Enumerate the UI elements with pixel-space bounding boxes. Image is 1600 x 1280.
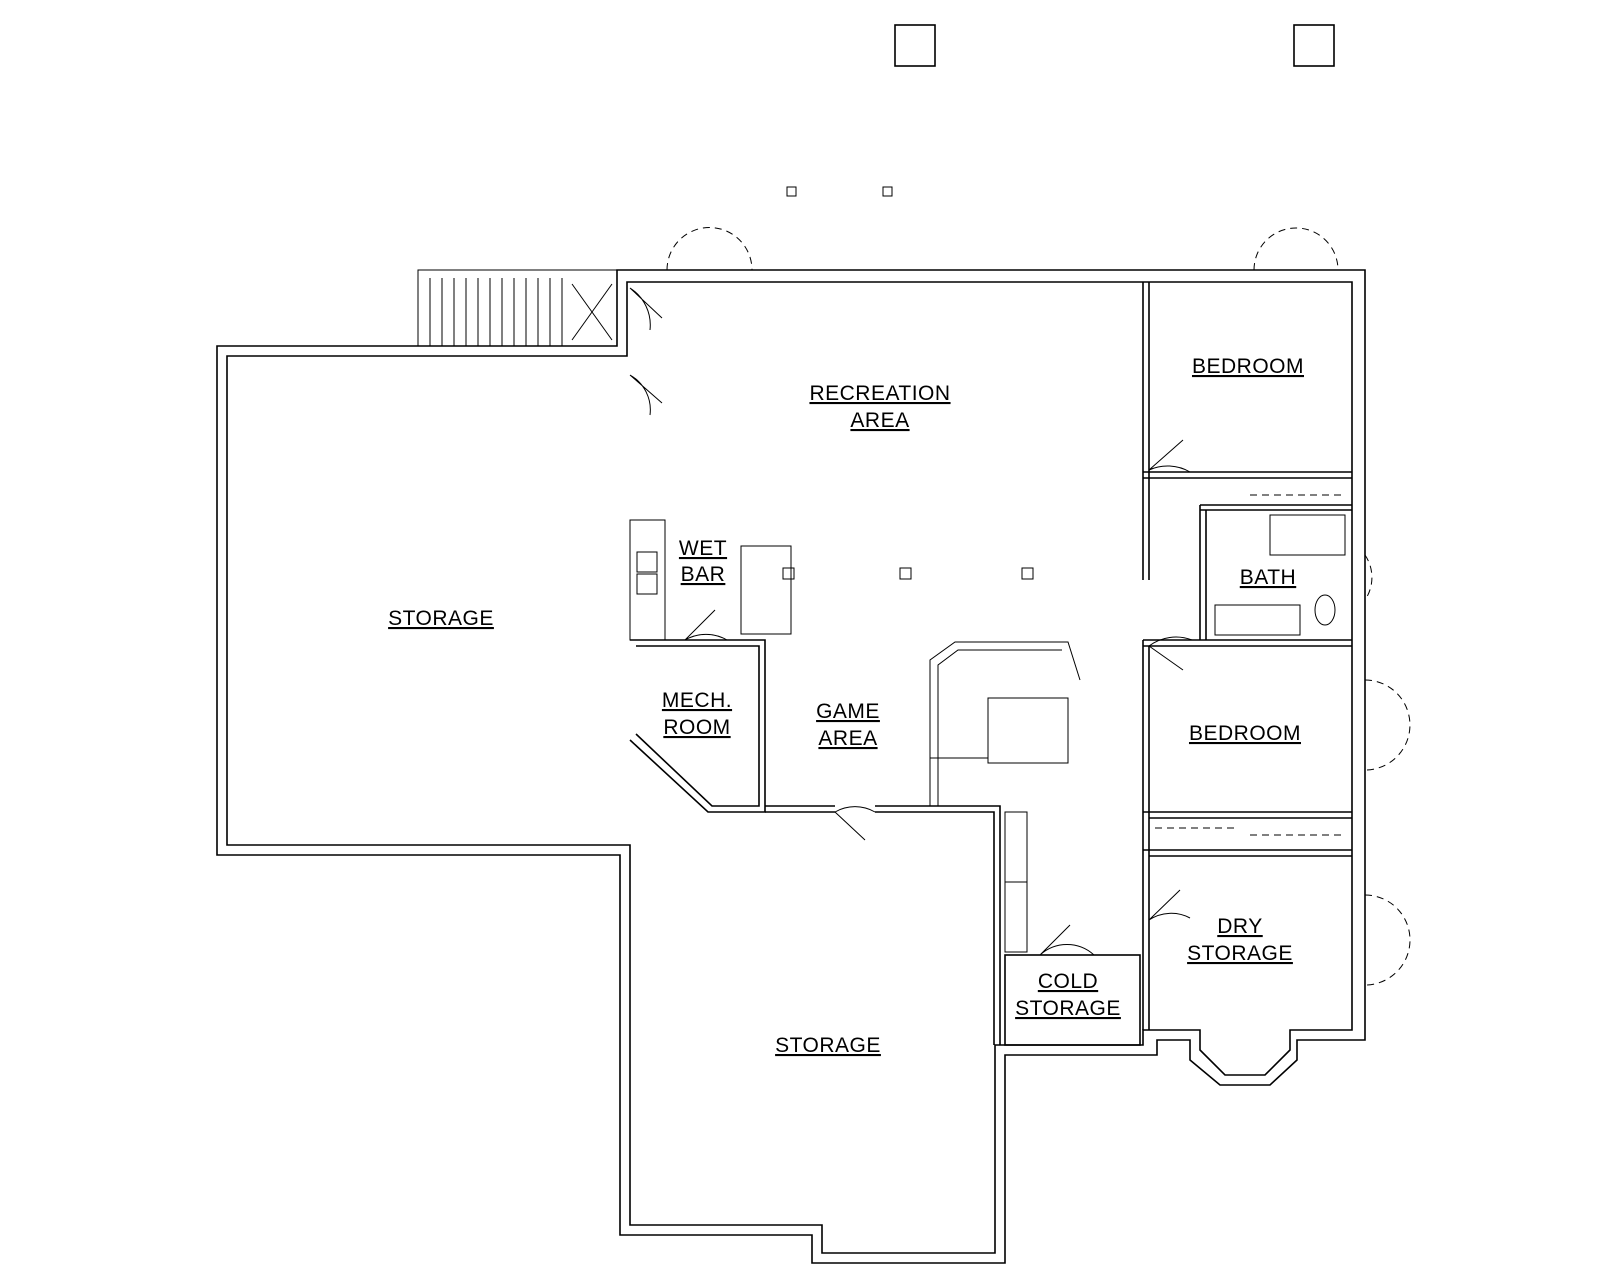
dry-storage-label: DRY xyxy=(1217,915,1262,938)
wet-bar-label: BAR xyxy=(681,563,726,586)
post xyxy=(899,567,912,580)
door-swings xyxy=(629,287,1193,956)
bedroom-top-label: BEDROOM xyxy=(1192,355,1304,378)
cold-storage-label: STORAGE xyxy=(1015,997,1121,1020)
wet-bar-label: WET xyxy=(679,537,727,560)
storage-bottom-label: STORAGE xyxy=(775,1034,881,1057)
bedroom-mid-label: BEDROOM xyxy=(1189,722,1301,745)
bath-label: BATH xyxy=(1240,566,1296,589)
marker-square xyxy=(894,24,936,67)
window-well xyxy=(1364,554,1373,601)
mech-room-label: MECH. xyxy=(662,689,732,712)
storage-left-label: STORAGE xyxy=(388,607,494,630)
post-marker xyxy=(786,186,797,197)
window-well xyxy=(1364,894,1411,986)
window-well xyxy=(1364,679,1411,771)
game-area-label: GAME xyxy=(816,700,880,723)
mech-room-label: ROOM xyxy=(663,716,730,739)
window-well xyxy=(1253,227,1339,271)
marker-square xyxy=(1293,24,1335,67)
recreation-area-label: AREA xyxy=(850,409,909,432)
dry-storage-label: STORAGE xyxy=(1187,942,1293,965)
game-area-label: AREA xyxy=(818,727,877,750)
exterior-wall xyxy=(216,269,1366,1264)
post xyxy=(1021,567,1034,580)
cold-storage-label: COLD xyxy=(1038,970,1098,993)
window-well xyxy=(666,227,753,271)
exterior-stairs xyxy=(417,269,618,347)
post-marker xyxy=(882,186,893,197)
recreation-area-label: RECREATION xyxy=(809,382,950,405)
interior-walls xyxy=(629,282,1352,1046)
post xyxy=(782,567,795,580)
